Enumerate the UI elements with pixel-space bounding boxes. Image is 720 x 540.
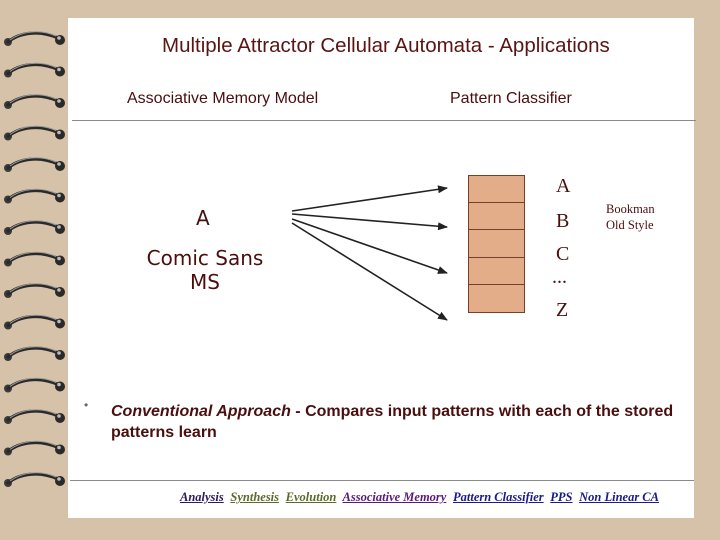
binder-ring-icon [4,31,65,46]
classifier-stack [468,175,525,313]
footer-divider [70,480,694,481]
classifier-cell [468,257,525,285]
classifier-cell [468,230,525,258]
nav-link-pps[interactable]: PPS [550,490,573,504]
heading-divider [72,120,696,121]
binder-ring-icon [4,377,65,393]
slide-title: Multiple Attractor Cellular Automata - A… [162,34,610,57]
binder-ring-icon [4,283,65,298]
classifier-cell [468,285,525,313]
nav-link-associative-memory[interactable]: Associative Memory [342,490,447,504]
pattern-classifier-heading: Pattern Classifier [450,90,572,107]
nav-link-synthesis[interactable]: Synthesis [230,490,280,504]
input-font-line1: Comic Sans [146,246,264,270]
approach-label: Conventional Approach [111,403,291,420]
nav-link-pattern-classifier[interactable]: Pattern Classifier [452,490,544,504]
binder-ring-icon [4,314,65,330]
classifier-letter-a: A [556,175,571,197]
binder-ring-icon [4,157,65,172]
input-font-label: Comic Sans MS [130,246,280,294]
input-pattern-letter: A [196,206,210,230]
binder-ring-icon [4,472,65,487]
binder-ring-icon [4,409,65,424]
binder-ring-icon [4,94,65,109]
footer-nav: Analysis Synthesis Evolution Associative… [180,490,663,505]
binder-ring-icon [4,62,65,78]
classifier-letter-z: Z [556,299,569,321]
binder-ring-icon [4,125,65,141]
approach-bullet-text: Conventional Approach - Compares input p… [111,401,691,443]
binder-rings [4,31,65,487]
binder-ring-icon [4,251,65,267]
nav-link-evolution[interactable]: Evolution [285,490,337,504]
classifier-font-line1: Bookman [606,202,655,216]
binder-ring-icon [4,440,65,456]
classifier-font-line2: Old Style [606,218,654,232]
classifier-cell [468,175,525,203]
classifier-font-label: Bookman Old Style [606,201,655,233]
binder-ring-icon [4,188,65,204]
classifier-letter-c: C [556,243,570,265]
bullet-marker: • [84,398,89,412]
classifier-letter-b: B [556,210,570,232]
approach-description: - Compares input patterns with each of t… [111,403,674,441]
binder-ring-icon [4,346,65,361]
associative-memory-heading: Associative Memory Model [127,90,319,107]
nav-link-non-linear-ca[interactable]: Non Linear CA [579,490,659,504]
nav-link-analysis[interactable]: Analysis [180,490,224,504]
input-font-line2: MS [190,270,220,294]
classifier-ellipsis: ... [552,266,567,288]
binder-ring-icon [4,220,65,235]
classifier-cell [468,202,525,230]
